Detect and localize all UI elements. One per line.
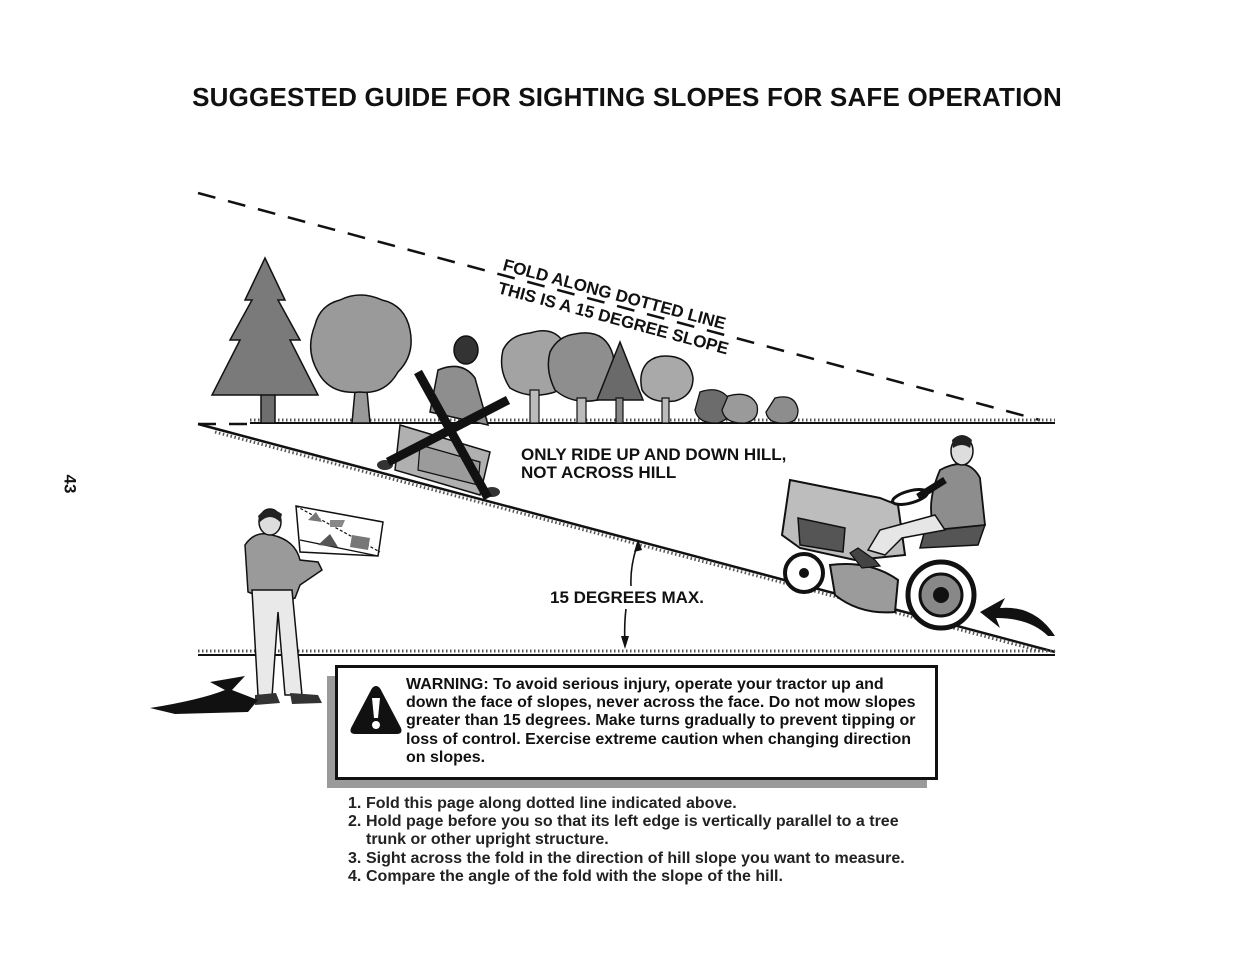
warning-box: WARNING: To avoid serious injury, operat… [335, 665, 938, 780]
angle-indicator-arrows [621, 539, 642, 649]
list-item: 4. Compare the angle of the fold with th… [348, 868, 948, 886]
step-number: 4. [348, 867, 362, 885]
tree-cluster-icon [500, 330, 799, 424]
warning-triangle-icon [350, 686, 402, 734]
pine-tree-icon [210, 256, 320, 424]
crossed-out-tractor-icon [377, 335, 511, 501]
step-text: Fold this page along dotted line indicat… [366, 795, 737, 812]
up-hill-arrow-icon [980, 598, 1055, 636]
step-text: Hold page before you so that its left ed… [366, 813, 899, 849]
step-text: Compare the angle of the fold with the s… [366, 867, 783, 885]
page-title: SUGGESTED GUIDE FOR SIGHTING SLOPES FOR … [192, 82, 1062, 112]
step-number: 2. [348, 813, 362, 831]
list-item: 3. Sight across the fold in the directio… [348, 850, 948, 868]
tree-icon [309, 294, 412, 424]
step-number: 3. [348, 849, 362, 867]
list-item: 1. Fold this page along dotted line indi… [348, 795, 948, 813]
ride-instruction-label: ONLY RIDE UP AND DOWN HILL, NOT ACROSS H… [521, 445, 787, 482]
instruction-steps: 1. Fold this page along dotted line indi… [348, 795, 948, 886]
angle-max-label: 15 DEGREES MAX. [550, 588, 704, 607]
warning-text: WARNING: To avoid serious injury, operat… [406, 676, 916, 766]
step-number: 1. [348, 795, 362, 812]
step-text: Sight across the fold in the direction o… [366, 849, 905, 867]
sighting-card-icon [295, 505, 384, 557]
fold-dotted-line [197, 191, 1041, 422]
person-sighting-slope-icon [150, 508, 323, 714]
riding-tractor-icon [780, 435, 987, 631]
list-item: 2. Hold page before you so that its left… [348, 813, 948, 849]
